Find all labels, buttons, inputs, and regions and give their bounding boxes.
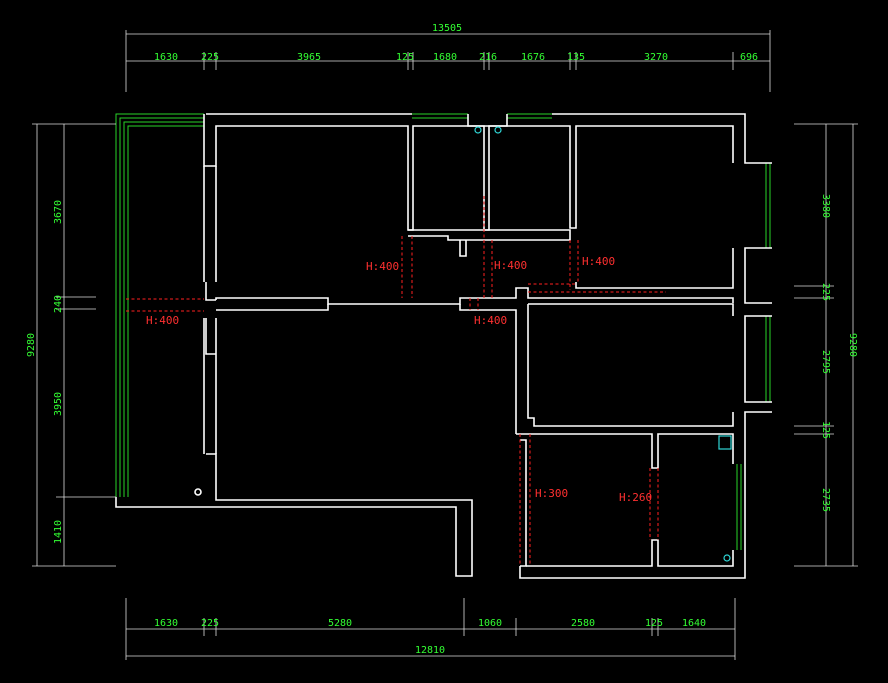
beam-height-label: H:400 [494,259,527,272]
beam-height-label: H:300 [535,487,568,500]
right-dimension: 225 [820,283,831,301]
bottom-dimension: 1630 [154,618,178,629]
beam-height-label: H:400 [474,314,507,327]
beam-height-label: H:400 [146,314,179,327]
bottom-dimension: 2580 [571,618,595,629]
bottom-dimension: 125 [645,618,663,629]
right-dimension: 125 [820,421,831,439]
top-dimension: 696 [740,52,758,63]
drain-icon [194,488,202,496]
top-dimension: 1680 [433,52,457,63]
bottom-dimension: 5280 [328,618,352,629]
top-dimensions: 13505 1630 225 3965 125 1680 216 1676 13… [154,23,758,63]
left-dimension: 1410 [53,520,64,544]
shaft-icon [718,435,732,450]
beam-height-label: H:400 [582,255,615,268]
left-dimension: 3950 [53,392,64,416]
left-total-dimension: 9280 [26,333,37,357]
top-dimension: 1630 [154,52,178,63]
top-dimension: 135 [567,52,585,63]
top-dimension: 3965 [297,52,321,63]
left-dimensions: 9280 3670 240 3950 1410 [26,200,64,544]
right-dimension: 3380 [820,194,831,218]
bottom-dimension: 225 [201,618,219,629]
top-total-dimension: 13505 [432,23,462,34]
walls [115,113,772,579]
beam-lines [126,196,666,566]
right-dimensions: 3380 225 2795 125 2735 9280 [820,194,858,512]
right-total-dimension: 9280 [847,333,858,357]
beam-height-label: H:260 [619,491,652,504]
beam-height-label: H:400 [366,260,399,273]
drain-icon [723,554,731,562]
fixtures [194,126,732,562]
left-dimension: 240 [53,295,64,313]
drain-icon [474,126,482,134]
right-dimension: 2795 [820,350,831,374]
drain-icon [494,126,502,134]
top-dimension: 1676 [521,52,545,63]
top-dimension: 225 [201,52,219,63]
dimension-lines [32,30,858,660]
bottom-total-dimension: 12810 [415,645,445,656]
balcony-windows [115,113,771,550]
left-dimension: 3670 [53,200,64,224]
bottom-dimensions: 1630 225 5280 1060 2580 125 1640 12810 [154,618,706,656]
right-dimension: 2735 [820,488,831,512]
top-dimension: 3270 [644,52,668,63]
top-dimension: 216 [479,52,497,63]
bottom-dimension: 1060 [478,618,502,629]
bottom-dimension: 1640 [682,618,706,629]
top-dimension: 125 [396,52,414,63]
beam-height-labels: H:400 H:400 H:400 H:400 H:400 H:300 H:26… [146,255,652,504]
